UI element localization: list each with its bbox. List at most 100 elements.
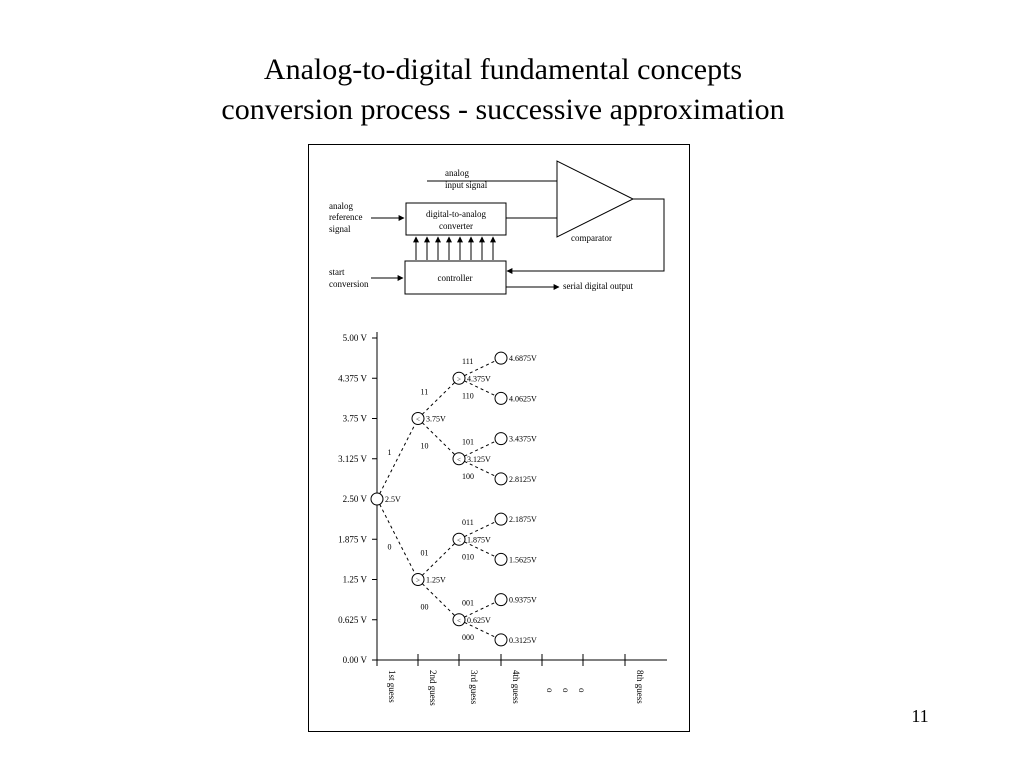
branch-line	[421, 422, 456, 455]
y-tick-label: 1.25 V	[343, 575, 368, 585]
node-circle	[452, 371, 466, 385]
y-tick-label: 0.625 V	[338, 615, 367, 625]
node-comparison-mark: <	[457, 536, 461, 544]
node-voltage-label: 1.5625V	[509, 555, 537, 564]
node-circle	[494, 512, 508, 526]
branch-line	[421, 382, 456, 415]
analog-input-label-2: input signal	[445, 180, 488, 190]
node-circle	[370, 492, 384, 506]
y-tick-label: 3.75 V	[343, 414, 368, 424]
branch-line	[379, 504, 416, 575]
branch-code-label: 11	[421, 387, 429, 396]
branch-code-label: 01	[421, 548, 429, 557]
branch-code-label: 10	[421, 442, 429, 451]
node-voltage-label: 1.25V	[426, 576, 446, 585]
branch-line	[379, 423, 416, 494]
controller-box	[404, 260, 507, 295]
dac-label-2: converter	[439, 221, 473, 231]
title-line-2: conversion process - successive approxim…	[221, 93, 785, 126]
node-circle	[494, 633, 508, 647]
branch-code-label: 000	[462, 633, 474, 642]
reference-label-2: reference	[329, 212, 362, 222]
node-voltage-label: 0.625V	[467, 616, 491, 625]
comparator-triangle	[556, 160, 635, 238]
title-line-1: Analog-to-digital fundamental concepts	[263, 53, 743, 86]
digital-bus-arrows	[413, 236, 496, 260]
branch-code-label: 1	[388, 448, 392, 457]
node-circle	[452, 532, 466, 546]
node-voltage-label: 4.0625V	[509, 394, 537, 403]
guess-label: 2nd guess	[428, 670, 438, 706]
branch-code-label: 100	[462, 472, 474, 481]
node-voltage-label: 3.125V	[467, 455, 491, 464]
reference-label-3: signal	[329, 224, 351, 234]
node-circle	[452, 452, 466, 466]
node-voltage-label: 3.75V	[426, 415, 446, 424]
controller-label: controller	[438, 273, 473, 283]
comparator-label: comparator	[571, 233, 612, 243]
node-voltage-label: 1.875V	[467, 535, 491, 544]
y-tick-label: 1.875 V	[338, 534, 367, 544]
node-voltage-label: 4.375V	[467, 374, 491, 383]
slide-title: Analog-to-digital fundamental concepts c…	[0, 50, 1006, 130]
node-voltage-label: 2.5V	[385, 495, 401, 504]
branch-code-label: 110	[462, 391, 474, 400]
serial-output-label: serial digital output	[563, 281, 633, 291]
y-tick-label: 2.50 V	[343, 494, 368, 504]
ellipsis-dot: o	[561, 688, 571, 693]
y-tick-label: 4.375 V	[338, 373, 367, 383]
node-comparison-mark: <	[416, 416, 420, 424]
start-label-1: start	[329, 267, 345, 277]
branch-code-label: 011	[462, 518, 474, 527]
dac-label-1: digital-to-analog	[426, 209, 486, 219]
guess-label: 8th guess	[635, 670, 645, 704]
node-circle	[494, 351, 508, 365]
guess-label: 1st guess	[387, 670, 397, 703]
node-circle	[494, 593, 508, 607]
ellipsis-dot: o	[545, 688, 555, 693]
node-circle	[494, 552, 508, 566]
guess-label: 3rd guess	[469, 670, 479, 705]
node-voltage-label: 2.8125V	[509, 475, 537, 484]
node-voltage-label: 0.3125V	[509, 636, 537, 645]
analog-input-label-1: analog	[445, 168, 469, 178]
branch-line	[421, 583, 456, 616]
branch-code-label: 0	[388, 542, 392, 551]
sar-adc-diagram-svg: analog input signal comparator analog re…	[329, 160, 667, 706]
node-circle	[494, 391, 508, 405]
node-comparison-mark: >	[416, 577, 420, 585]
block-diagram: analog input signal comparator analog re…	[329, 160, 665, 295]
branch-code-label: 00	[421, 603, 429, 612]
y-tick-label: 0.00 V	[343, 655, 368, 665]
y-tick-label: 5.00 V	[343, 333, 368, 343]
node-voltage-label: 4.6875V	[509, 354, 537, 363]
branch-code-label: 010	[462, 552, 474, 561]
guess-label: 4th guess	[511, 670, 521, 704]
node-comparison-mark: <	[457, 617, 461, 625]
node-comparison-mark: <	[457, 456, 461, 464]
node-voltage-label: 3.4375V	[509, 435, 537, 444]
branch-code-label: 111	[462, 357, 473, 366]
branch-line	[421, 543, 456, 576]
sar-adc-figure: analog input signal comparator analog re…	[308, 144, 690, 732]
reference-label-1: analog	[329, 201, 353, 211]
branch-code-label: 101	[462, 438, 474, 447]
y-tick-label: 3.125 V	[338, 454, 367, 464]
guess-ticks: 1st guess 2nd guess 3rd guess 4th guess 8th …	[376, 654, 645, 706]
dac-box	[405, 202, 507, 236]
tree-nodes: 2.5V <3.75V >1.25V >4.375V <3.125V <1.875V <0.…	[370, 351, 537, 647]
page-number: 11	[911, 706, 929, 726]
node-circle	[411, 573, 425, 586]
node-comparison-mark: >	[457, 375, 461, 383]
ellipsis-dot: o	[577, 688, 587, 693]
branch-code-label: 001	[462, 599, 474, 608]
start-label-2: conversion	[329, 279, 369, 289]
y-axis-ticks: 5.00 V 4.375 V 3.75 V 3.125 V 2.50 V 1.875 V 1…	[338, 333, 377, 665]
successive-approximation-tree: 5.00 V 4.375 V 3.75 V 3.125 V 2.50 V 1.875 V 1…	[338, 332, 667, 706]
node-voltage-label: 2.1875V	[509, 515, 537, 524]
comparator-feedback-arrow	[506, 198, 665, 274]
node-voltage-label: 0.9375V	[509, 596, 537, 605]
node-circle	[452, 613, 466, 627]
node-circle	[494, 432, 508, 446]
